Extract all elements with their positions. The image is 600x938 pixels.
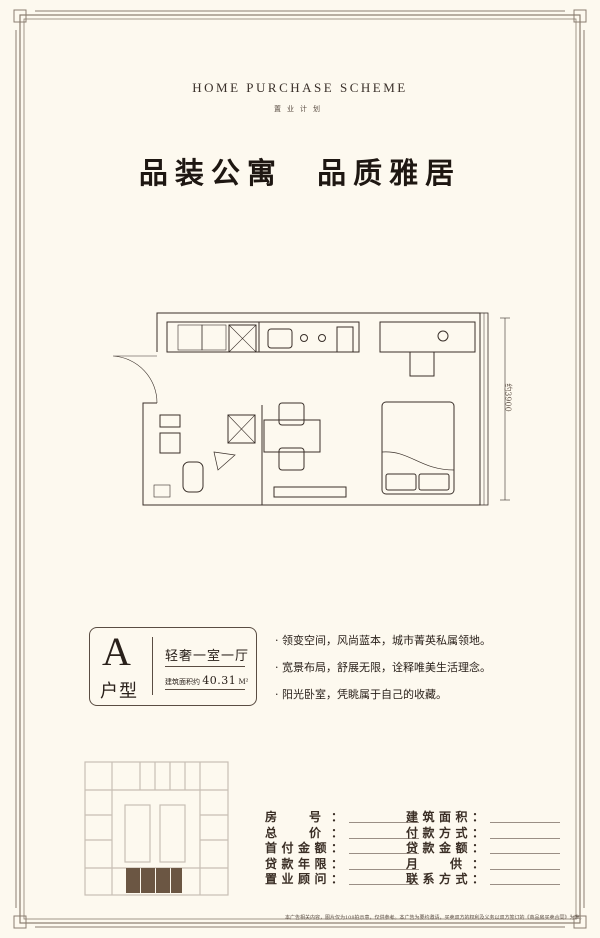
unit-type-label: 户型: [100, 681, 138, 702]
unit-layout: 轻奢一室一厅: [165, 649, 250, 664]
form-blank[interactable]: [349, 868, 419, 870]
form-field: 总 价：: [265, 826, 419, 842]
feature-item: · 阳光卧室，凭眺属于自己的收藏。: [275, 688, 447, 701]
dimension-label: 约3900: [503, 383, 513, 412]
highlighted-units: [126, 868, 182, 893]
form-field: 房 号：: [265, 810, 419, 826]
form-field: 贷款金额：: [406, 841, 560, 857]
form-blank[interactable]: [490, 822, 560, 823]
disclaimer: 本广告相关内容，图片仅为108拍示意，仅供参考。本广告为要约邀请，买卖双方的权利…: [285, 915, 585, 921]
form-left-column: 房 号： 总 价： 首付金额： 贷款年限： 置业顾问：: [265, 810, 419, 888]
form-field: 建筑面积：: [406, 810, 560, 826]
building-key-plan: [84, 761, 229, 896]
slogan: 品装公寓 品质雅居: [138, 156, 462, 190]
form-field: 首付金额：: [265, 841, 419, 857]
form-field: 贷款年限：: [265, 857, 419, 873]
form-blank[interactable]: [349, 853, 419, 854]
floor-plan: [112, 312, 510, 506]
form-right-column: 建筑面积： 付款方式： 贷款金额： 月 供： 联系方式：: [406, 810, 560, 888]
form-blank[interactable]: [490, 837, 560, 839]
divider: [165, 666, 245, 667]
form-field: 月 供：: [406, 857, 560, 873]
unit-area: 建筑面积约 40.31 M²: [165, 674, 249, 687]
header-title-en: HOME PURCHASE SCHEME: [192, 80, 408, 95]
form-blank[interactable]: [490, 884, 560, 885]
page-border: [13, 9, 587, 929]
form-field: 置业顾问：: [265, 872, 419, 888]
unit-card: [89, 627, 257, 706]
form-blank[interactable]: [490, 853, 560, 854]
feature-item: · 宽景布局，舒展无限，诠释唯美生活理念。: [275, 661, 491, 674]
divider: [165, 689, 245, 690]
form-field: 付款方式：: [406, 826, 560, 842]
form-blank[interactable]: [349, 822, 419, 823]
header-title-cn: 置业计划: [274, 105, 326, 113]
form-blank[interactable]: [490, 868, 560, 870]
form-blank[interactable]: [349, 837, 419, 839]
form-blank[interactable]: [349, 884, 419, 885]
form-field: 联系方式：: [406, 872, 560, 888]
unit-letter: A: [102, 629, 131, 674]
card-divider: [152, 637, 153, 695]
feature-item: · 领变空间，风尚蓝本，城市菁英私属领地。: [275, 634, 491, 647]
